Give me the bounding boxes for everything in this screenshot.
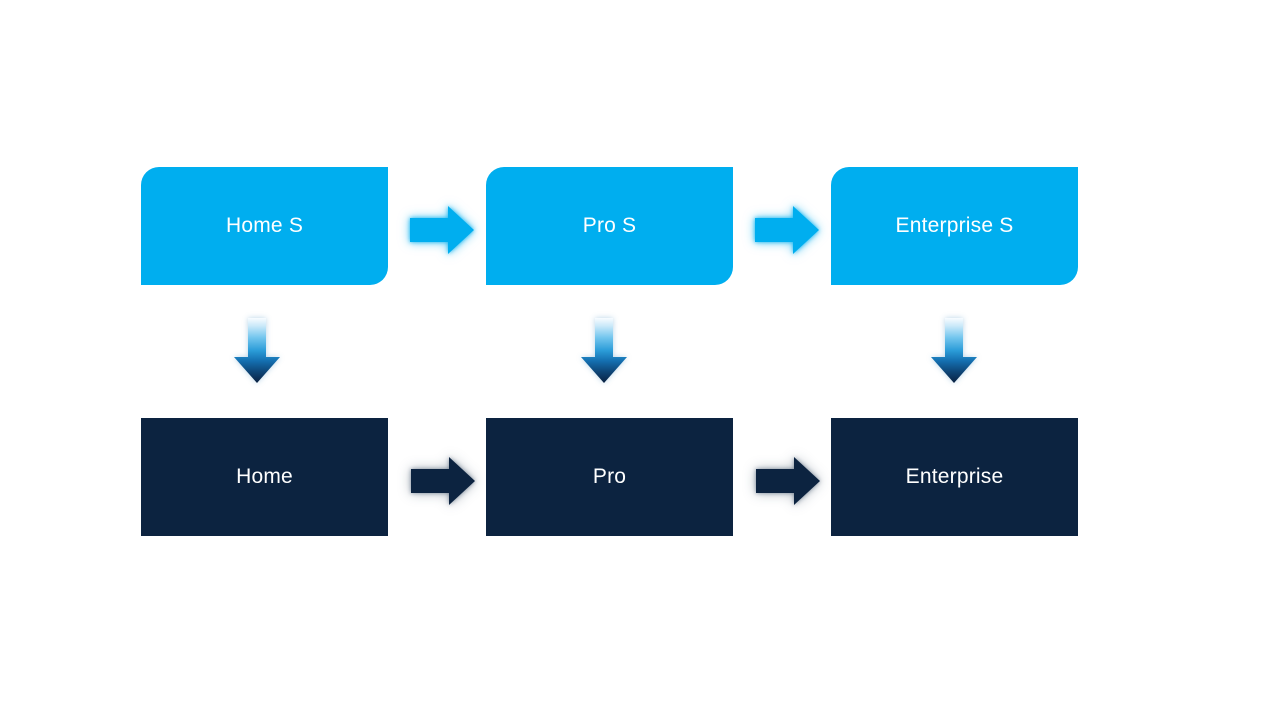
- down-arrow-icon: [931, 318, 977, 383]
- box-pro-label: Pro: [592, 465, 627, 488]
- box-enterprise-label: Enterprise: [905, 465, 1004, 488]
- box-enterprise-s: Enterprise S: [831, 167, 1078, 285]
- right-arrow-icon: [755, 206, 819, 254]
- down-arrow-icon: [581, 318, 627, 383]
- right-arrow-icon: [411, 457, 475, 505]
- box-home: Home: [141, 418, 388, 536]
- box-pro-s: Pro S: [486, 167, 733, 285]
- box-home-s-label: Home S: [225, 214, 304, 237]
- down-arrow-icon: [234, 318, 280, 383]
- right-arrow-icon: [410, 206, 474, 254]
- box-home-label: Home: [236, 465, 293, 488]
- box-enterprise: Enterprise: [831, 418, 1078, 536]
- box-pro-s-label: Pro S: [582, 214, 637, 237]
- right-arrow-icon: [756, 457, 820, 505]
- box-home-s: Home S: [141, 167, 388, 285]
- box-enterprise-s-label: Enterprise S: [895, 214, 1014, 237]
- box-pro: Pro: [486, 418, 733, 536]
